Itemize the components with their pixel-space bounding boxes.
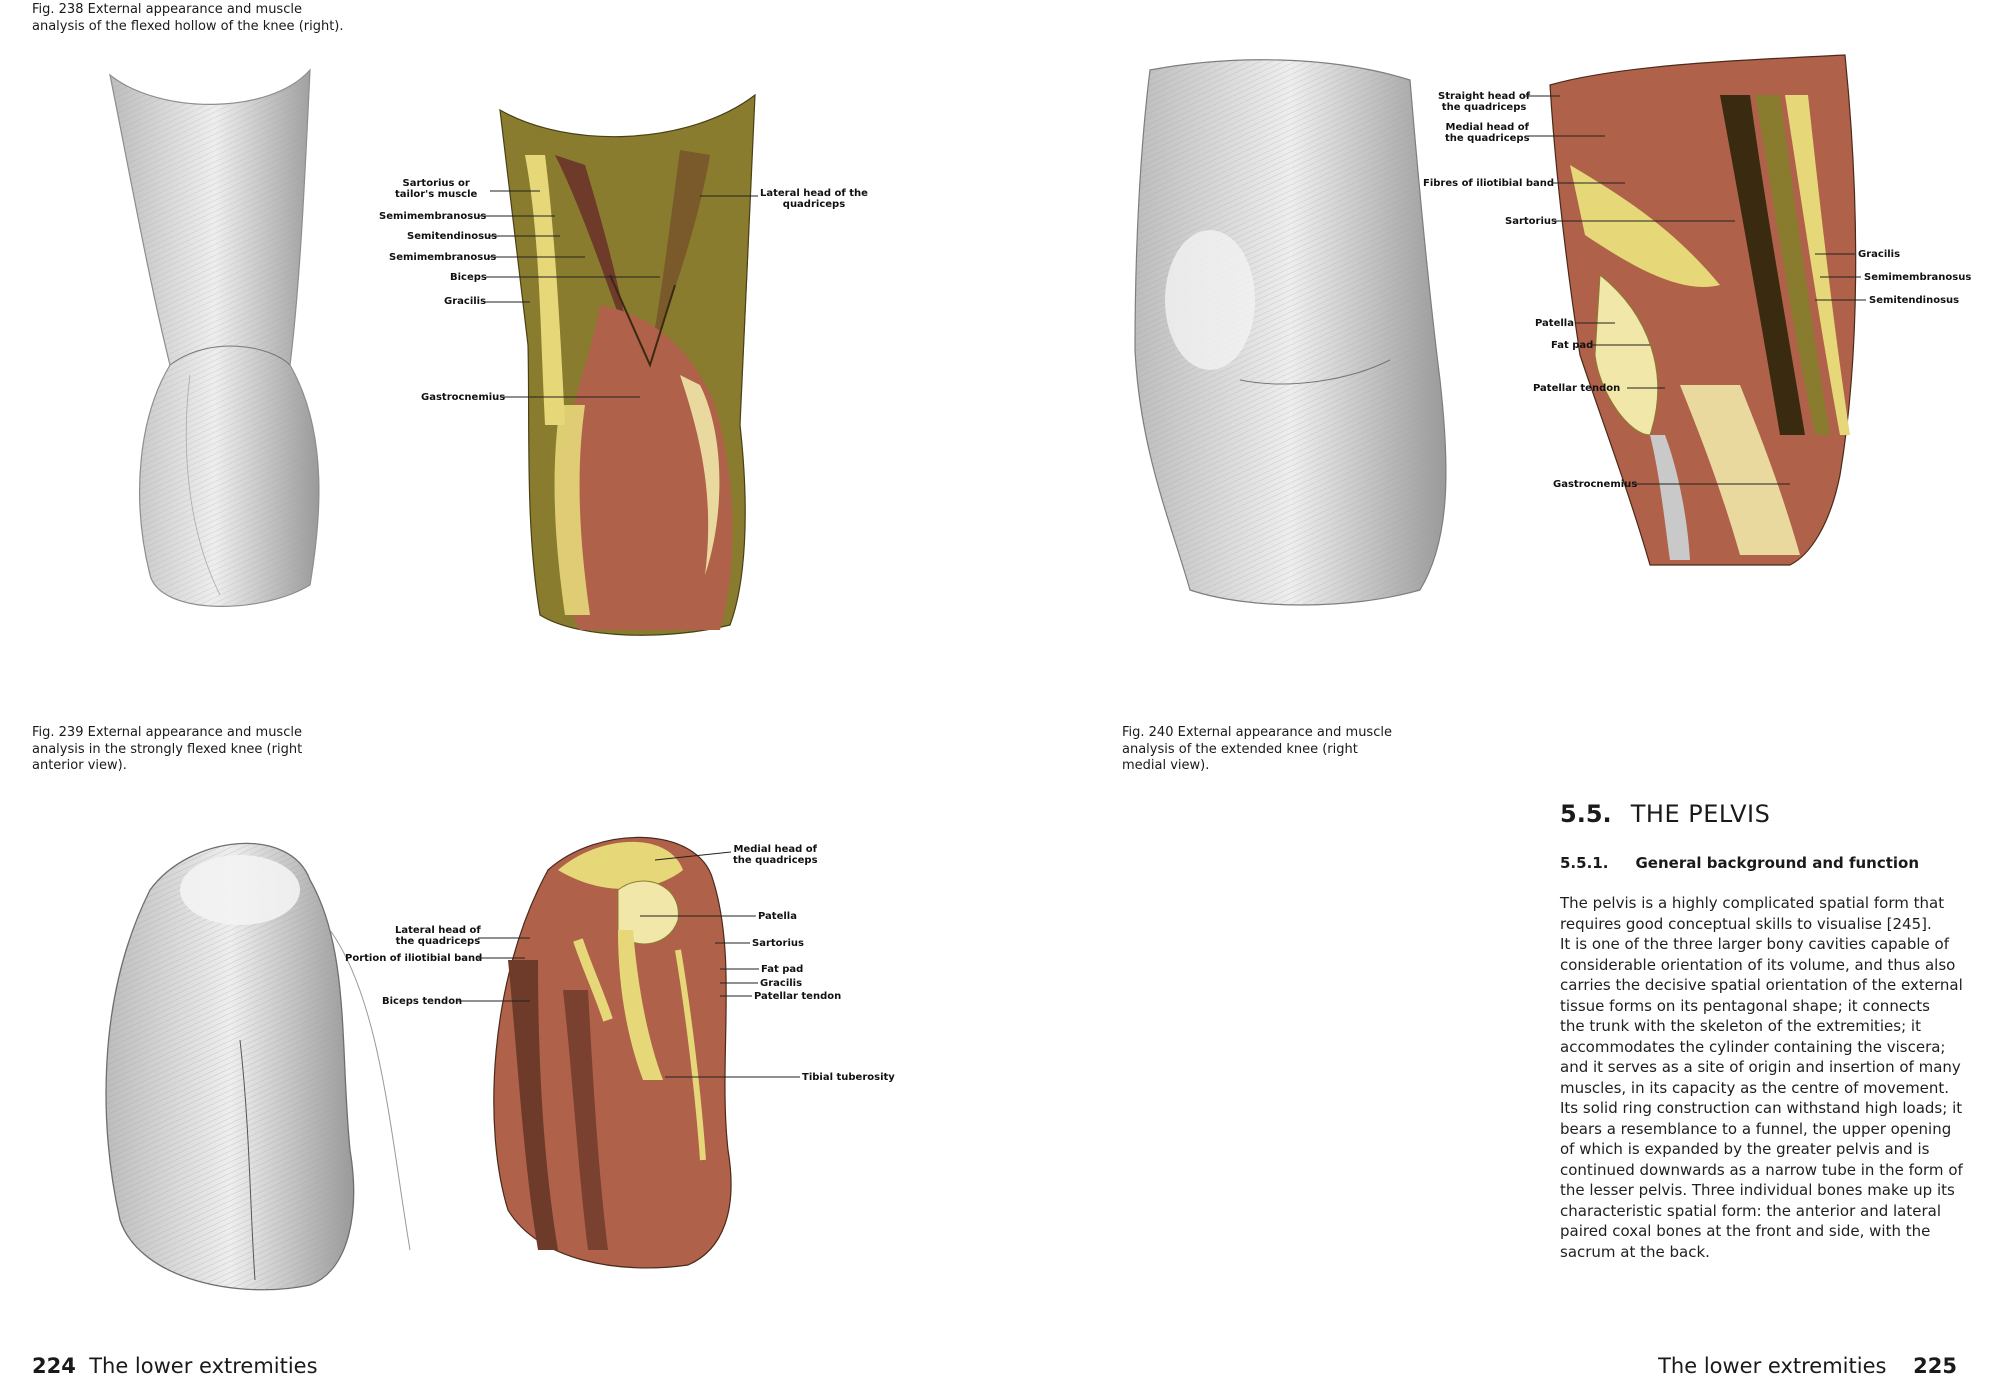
body-line: The pelvis is a highly complicated spati…: [1560, 894, 1945, 912]
label-patellar-tendon-239: Patellar tendon: [754, 991, 842, 1002]
fig239-leader-lines: [458, 851, 800, 1078]
label-semimembranosus-240: Semimembranosus: [1864, 272, 1972, 283]
label-semimembranosus-1: Semimembranosus: [379, 211, 487, 222]
label-line: quadriceps: [782, 199, 846, 210]
label-semitendinosus: Semitendinosus: [407, 231, 498, 242]
label-line: Sartorius or: [402, 178, 470, 189]
body-paragraph: The pelvis is a highly complicated spati…: [1560, 893, 1963, 1262]
fig239-caption-line: anterior view).: [32, 758, 127, 773]
label-lateral-head-239: Lateral head of the quadriceps: [395, 925, 481, 947]
label-line: the quadriceps: [733, 855, 818, 866]
body-line: the trunk with the skeleton of the extre…: [1560, 1017, 1921, 1035]
section-heading: 5.5. THE PELVIS: [1560, 800, 1770, 828]
label-line: the quadriceps: [1445, 133, 1530, 144]
body-line: bears a resemblance to a funnel, the upp…: [1560, 1119, 1952, 1138]
body-line: sacrum at the back.: [1560, 1242, 1710, 1261]
body-line: continued downwards as a narrow tube in …: [1560, 1160, 1963, 1179]
body-line: considerable orientation of its volume, …: [1560, 955, 1956, 974]
label-fat-pad-239: Fat pad: [761, 964, 804, 975]
label-fibres-iliotibial: Fibres of iliotibial band: [1423, 178, 1555, 189]
fig240-leader-lines: [1523, 95, 1866, 485]
fig240-caption-line: Fig. 240 External appearance and muscle: [1122, 725, 1392, 740]
body-line: characteristic spatial form: the anterio…: [1560, 1201, 1941, 1220]
fig238-caption: Fig. 238 External appearance and muscle …: [32, 2, 392, 35]
label-medial-head-239: Medial head of the quadriceps: [733, 844, 818, 866]
body-line: accommodates the cylinder containing the…: [1560, 1037, 1946, 1056]
subsection-title: General background and function: [1635, 854, 1920, 872]
body-line: muscles, in its capacity as the centre o…: [1560, 1078, 1950, 1097]
label-semimembranosus-2: Semimembranosus: [389, 252, 497, 263]
subsection-heading: 5.5.1. General background and function: [1560, 853, 1919, 872]
fig239-muscle-illustration: [493, 836, 732, 1269]
label-patella-239: Patella: [758, 911, 797, 922]
page-number-right: 225: [1913, 1354, 1957, 1378]
fig240-pencil-sketch: [1134, 59, 1447, 606]
label-straight-head-quadriceps: Straight head of the quadriceps: [1438, 91, 1530, 113]
page-number-left: 224: [32, 1354, 76, 1378]
body-line: Its solid ring construction can withstan…: [1560, 1099, 1963, 1117]
fig240-caption-line: medial view).: [1122, 758, 1210, 773]
label-sartorius-239: Sartorius: [752, 938, 804, 949]
fig240-caption-line: analysis of the extended knee (right: [1122, 741, 1358, 757]
fig240-caption: Fig. 240 External appearance and muscle …: [1122, 725, 1422, 775]
label-biceps: Biceps: [450, 272, 487, 283]
footer-right: The lower extremities 225: [1658, 1354, 1957, 1378]
label-gracilis-239: Gracilis: [760, 978, 803, 989]
body-line: paired coxal bones at the front and side…: [1560, 1222, 1931, 1240]
label-line: Straight head of: [1438, 91, 1531, 102]
running-title-left: The lower extremities: [89, 1354, 318, 1378]
label-lateral-head-quadriceps: Lateral head of the quadriceps: [760, 188, 868, 210]
label-tibial-tuberosity: Tibial tuberosity: [802, 1072, 895, 1083]
label-patellar-tendon-240: Patellar tendon: [1533, 383, 1621, 394]
body-line: of which is expanded by the greater pelv…: [1560, 1140, 1930, 1158]
label-line: Medial head of: [733, 844, 818, 855]
label-line: Lateral head of: [395, 925, 481, 936]
label-medial-head-240: Medial head of the quadriceps: [1445, 122, 1530, 144]
label-line: the quadriceps: [395, 936, 481, 947]
label-gastrocnemius: Gastrocnemius: [421, 392, 506, 403]
fig238-leader-lines: [478, 190, 758, 398]
label-iliotibial-portion: Portion of iliotibial band: [345, 953, 483, 964]
subsection-number: 5.5.1.: [1560, 854, 1609, 872]
label-patella-240: Patella: [1535, 318, 1574, 329]
label-biceps-tendon: Biceps tendon: [382, 996, 463, 1007]
body-line: and it serves as a site of origin and in…: [1560, 1058, 1961, 1076]
fig238-caption-line: analysis of the flexed hollow of the kne…: [32, 18, 344, 34]
label-line: tailor's muscle: [395, 189, 478, 200]
label-sartorius-tailors: Sartorius or tailor's muscle: [395, 178, 477, 200]
fig238-pencil-sketch: [109, 68, 320, 607]
footer-left: 224 The lower extremities: [32, 1354, 318, 1378]
label-gracilis: Gracilis: [444, 296, 487, 307]
label-line: Medial head of: [1445, 122, 1530, 133]
label-line: Lateral head of the: [760, 188, 868, 199]
fig239-caption-line: Fig. 239 External appearance and muscle: [32, 725, 302, 740]
label-gracilis-240: Gracilis: [1858, 249, 1901, 260]
running-title-right: The lower extremities: [1658, 1354, 1887, 1378]
fig239-pencil-sketch: [105, 842, 411, 1291]
label-line: the quadriceps: [1441, 102, 1527, 113]
body-line: the lesser pelvis. Three individual bone…: [1560, 1181, 1955, 1199]
section-title: THE PELVIS: [1630, 800, 1771, 828]
fig239-caption: Fig. 239 External appearance and muscle …: [32, 725, 352, 775]
body-line: It is one of the three larger bony cavit…: [1560, 935, 1950, 953]
fig238-caption-line: Fig. 238 External appearance and muscle: [32, 2, 302, 17]
label-semitendinosus-240: Semitendinosus: [1869, 295, 1960, 306]
label-fat-pad-240: Fat pad: [1551, 340, 1594, 351]
fig238-muscle-illustration: [499, 93, 756, 636]
label-gastrocnemius-240: Gastrocnemius: [1553, 479, 1638, 490]
body-line: carries the decisive spatial orientation…: [1560, 976, 1963, 994]
fig239-caption-line: analysis in the strongly flexed knee (ri…: [32, 741, 303, 757]
section-number: 5.5.: [1560, 800, 1612, 828]
body-line: requires good conceptual skills to visua…: [1560, 914, 1932, 933]
label-sartorius-240: Sartorius: [1505, 216, 1557, 227]
fig240-muscle-illustration: [1549, 54, 1857, 566]
body-line: tissue forms on its pentagonal shape; it…: [1560, 996, 1930, 1015]
